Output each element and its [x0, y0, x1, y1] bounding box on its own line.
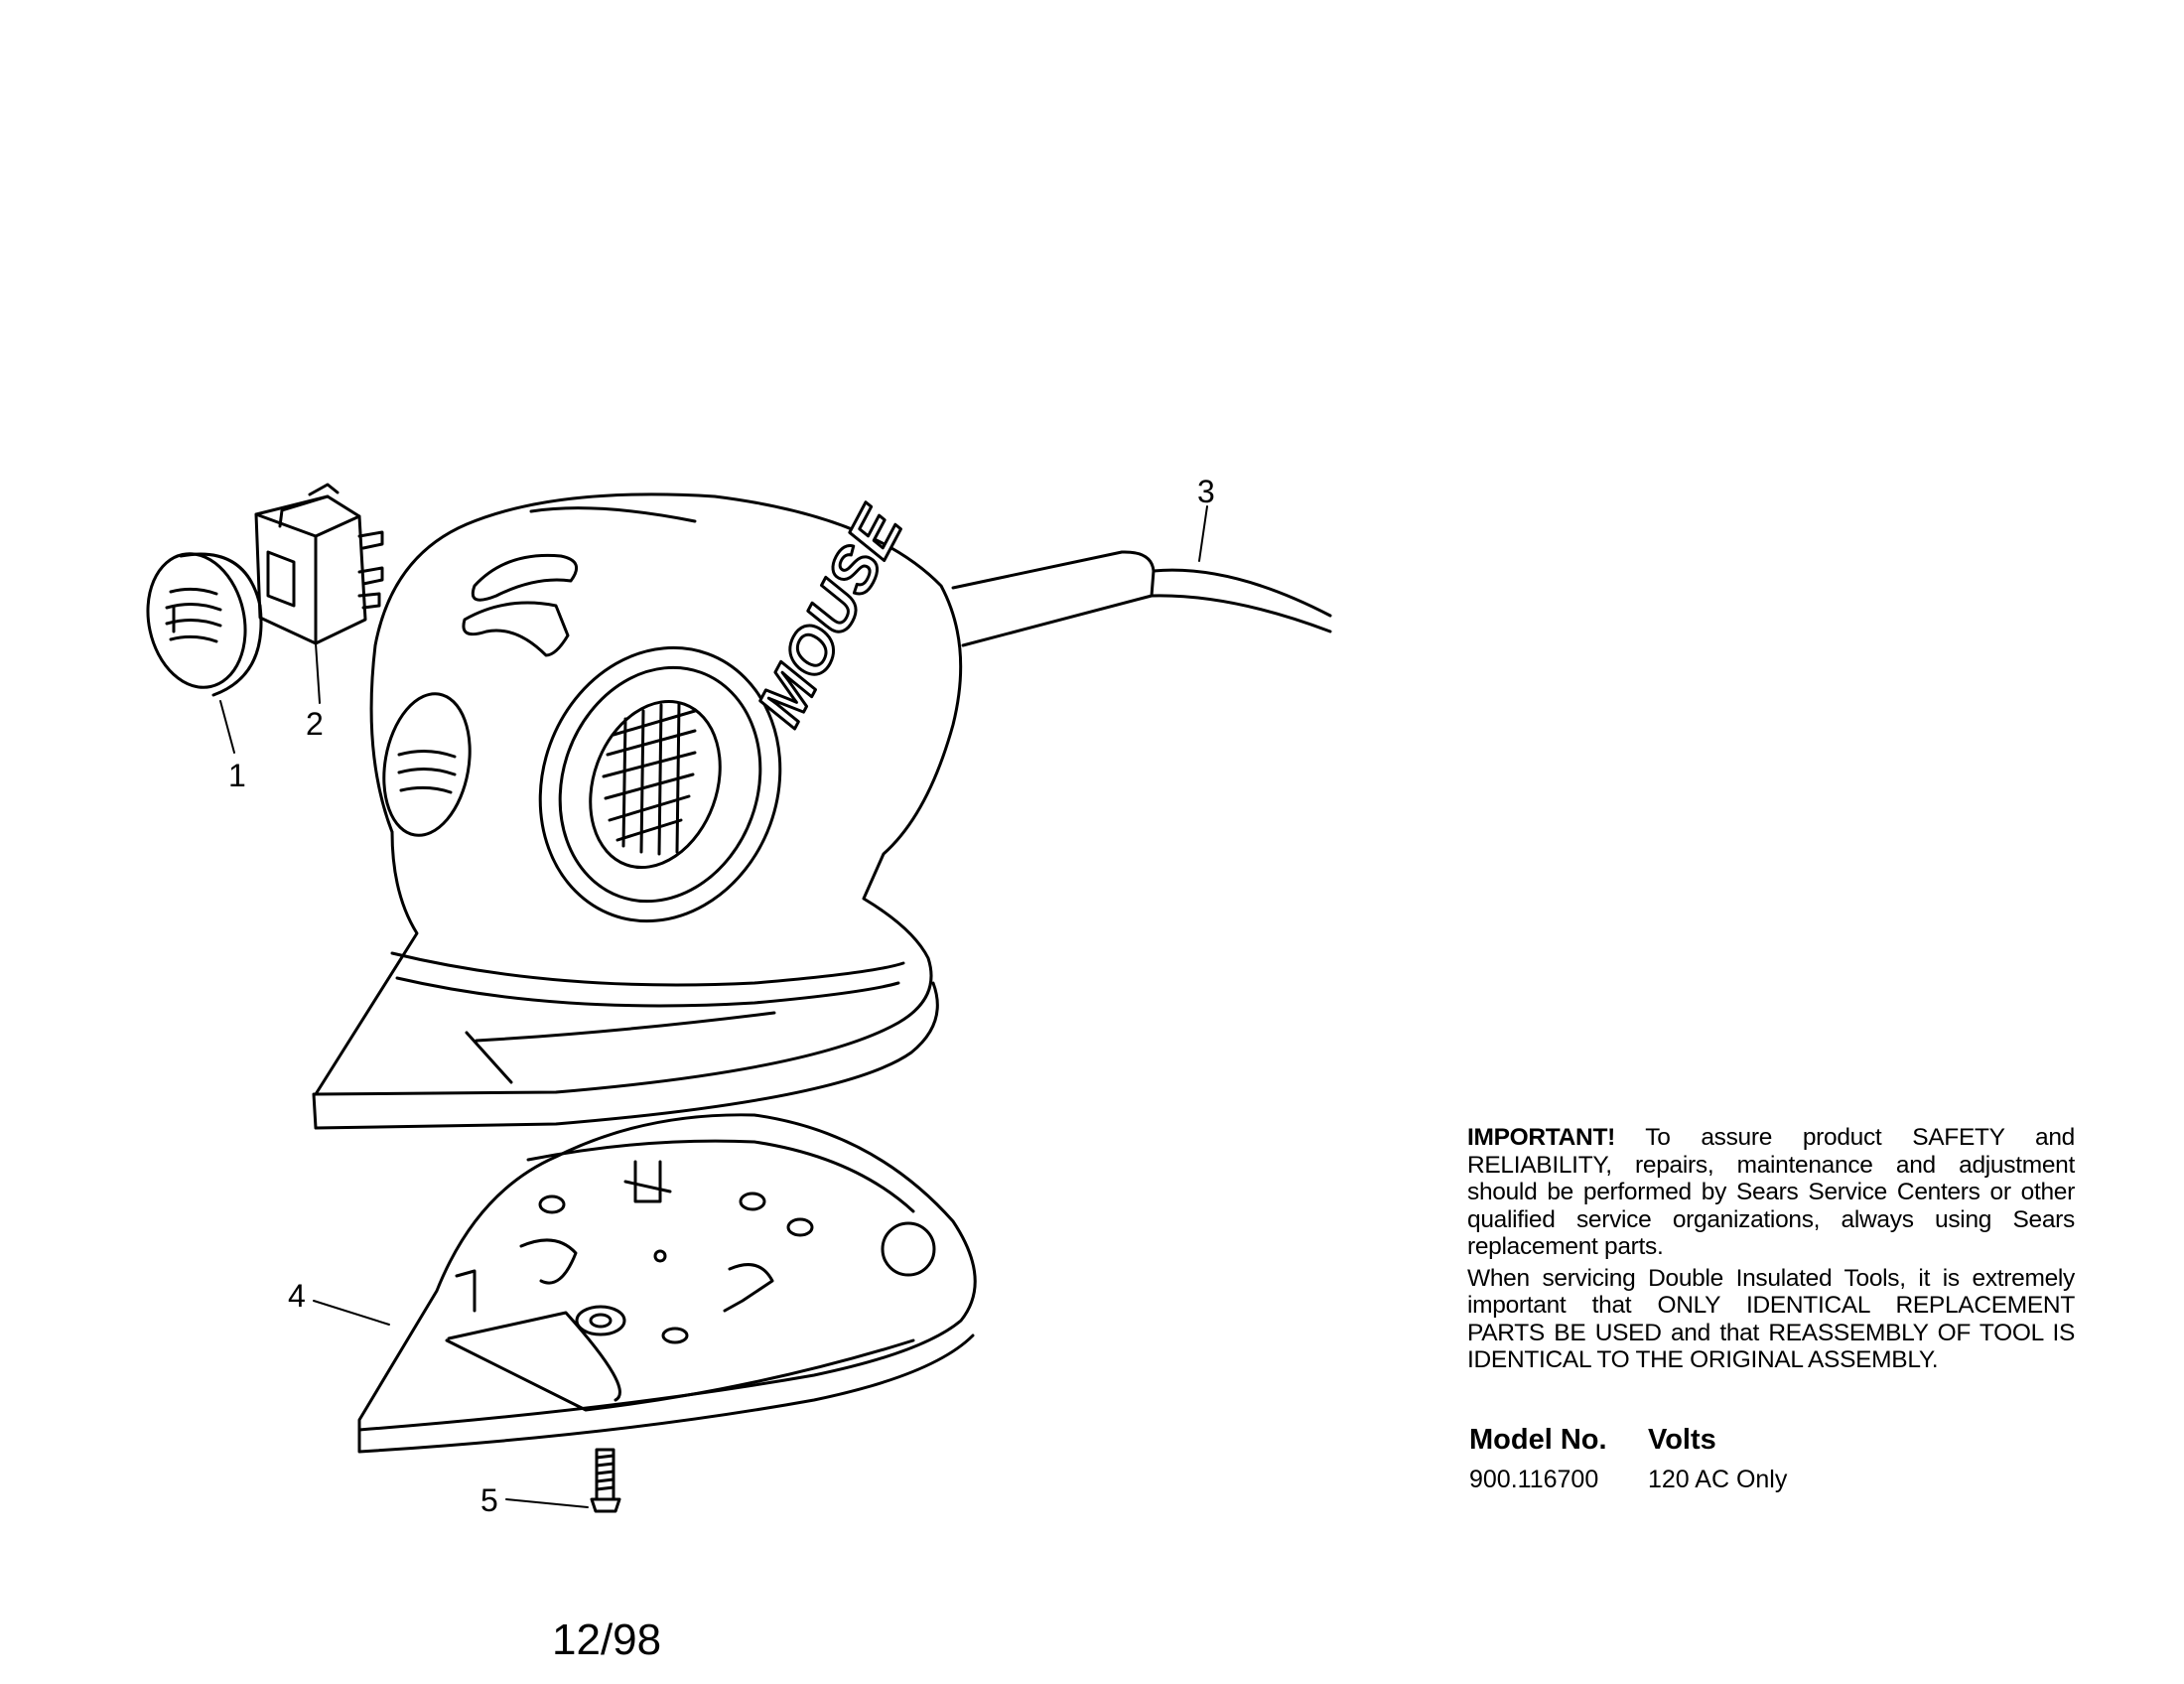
callout-3: 3: [1197, 474, 1215, 509]
callout-1: 1: [228, 758, 246, 793]
important-text: To assure product SAFETY and RELIABILITY…: [1467, 1124, 2075, 1260]
callout-4: 4: [288, 1278, 306, 1314]
double-insulated-paragraph: When servicing Double Insulated Tools, i…: [1467, 1264, 2075, 1374]
volts-header: Volts: [1648, 1424, 1716, 1456]
safety-notice: IMPORTANT! To assure product SAFETY and …: [1467, 1124, 2075, 1378]
callout-2: 2: [306, 706, 324, 742]
important-paragraph: IMPORTANT! To assure product SAFETY and …: [1467, 1124, 2075, 1261]
important-label: IMPORTANT!: [1467, 1124, 1615, 1151]
spec-header-row: Model No. Volts: [1469, 1424, 1787, 1466]
date-code: 12/98: [552, 1615, 662, 1664]
rocker-switch-part: [254, 483, 384, 645]
volts-value: 120 AC Only: [1648, 1466, 1788, 1493]
callout-leaders: [219, 505, 1208, 1508]
sander-housing-part: [312, 492, 1332, 1130]
screw-part: [590, 1448, 621, 1513]
switch-cap-part: [146, 552, 263, 697]
model-spec-table: Model No. Volts 900.116700 120 AC Only: [1469, 1424, 1787, 1494]
model-no-value: 900.116700: [1469, 1466, 1599, 1493]
brand-logo: MOUSE: [744, 495, 917, 737]
spec-row: 900.116700 120 AC Only: [1469, 1466, 1787, 1494]
model-no-header: Model No.: [1469, 1424, 1607, 1456]
sanding-pad-part: [357, 1113, 977, 1454]
callout-5: 5: [480, 1482, 498, 1518]
